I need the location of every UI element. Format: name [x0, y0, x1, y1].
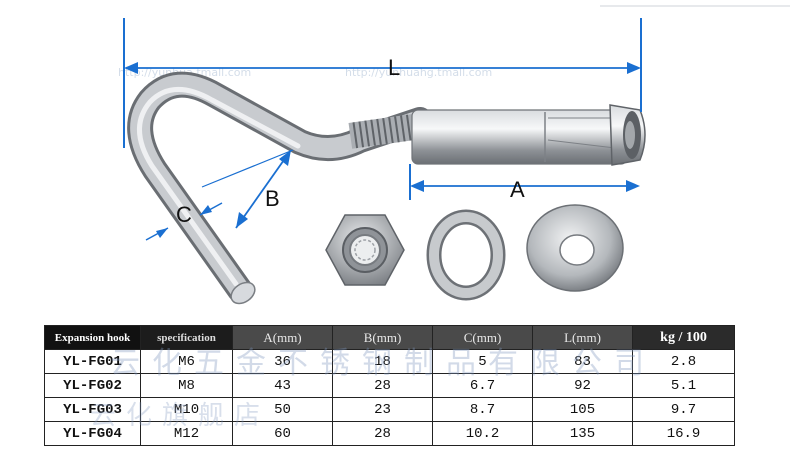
threaded-section [348, 113, 422, 149]
cell-model: YL-FG03 [44, 397, 141, 422]
cell-weight: 9.7 [632, 397, 735, 422]
cell-weight: 16.9 [632, 421, 735, 446]
table-row: YL-FG04 M12 60 28 10.2 135 16.9 [44, 421, 735, 446]
header-c: C(mm) [432, 325, 533, 350]
dimension-A [409, 164, 640, 200]
cell-l: 83 [532, 349, 633, 374]
cell-c: 10.2 [432, 421, 533, 446]
cell-l: 135 [532, 421, 633, 446]
header-b: B(mm) [332, 325, 433, 350]
label-C: C [176, 202, 192, 227]
cell-c: 6.7 [432, 373, 533, 398]
table-row: YL-FG02 M8 43 28 6.7 92 5.1 [44, 373, 735, 398]
cell-b: 28 [332, 421, 433, 446]
cell-l: 92 [532, 373, 633, 398]
cell-a: 60 [232, 421, 333, 446]
cell-weight: 5.1 [632, 373, 735, 398]
cell-a: 43 [232, 373, 333, 398]
header-weight: kg / 100 [632, 325, 735, 350]
product-figure: http://yunhua.tmall.com http://yunhuahg.… [118, 5, 790, 305]
header-expansion-hook: Expansion hook [44, 325, 141, 350]
cell-a: 36 [232, 349, 333, 374]
table-row: YL-FG03 M10 50 23 8.7 105 9.7 [44, 397, 735, 422]
spring-washer [426, 209, 506, 301]
cell-weight: 2.8 [632, 349, 735, 374]
hex-nut [325, 214, 405, 286]
cell-spec: M12 [140, 421, 233, 446]
dimension-C [145, 202, 223, 241]
watermark-url-mid: http://yunhuahg.tmall.com [345, 66, 492, 79]
label-A: A [510, 177, 525, 202]
cell-spec: M8 [140, 373, 233, 398]
flat-washer [526, 204, 624, 292]
spec-table: Expansion hook specification A(mm) B(mm)… [44, 325, 735, 446]
dimension-L [123, 18, 642, 148]
cell-a: 50 [232, 397, 333, 422]
label-L: L [388, 55, 400, 80]
expansion-sleeve [411, 104, 646, 166]
header-specification: specification [140, 325, 233, 350]
cell-model: YL-FG04 [44, 421, 141, 446]
cell-model: YL-FG02 [44, 373, 141, 398]
hook-rod [127, 71, 433, 305]
cell-spec: M6 [140, 349, 233, 374]
table-row: YL-FG01 M6 36 18 5 83 2.8 [44, 349, 735, 374]
cell-spec: M10 [140, 397, 233, 422]
cell-c: 5 [432, 349, 533, 374]
cell-b: 18 [332, 349, 433, 374]
header-a: A(mm) [232, 325, 333, 350]
cell-b: 23 [332, 397, 433, 422]
dimension-B [201, 149, 294, 229]
cell-c: 8.7 [432, 397, 533, 422]
header-l: L(mm) [532, 325, 633, 350]
cell-model: YL-FG01 [44, 349, 141, 374]
cell-b: 28 [332, 373, 433, 398]
table-header-row: Expansion hook specification A(mm) B(mm)… [44, 325, 735, 350]
cell-l: 105 [532, 397, 633, 422]
label-B: B [265, 186, 280, 211]
